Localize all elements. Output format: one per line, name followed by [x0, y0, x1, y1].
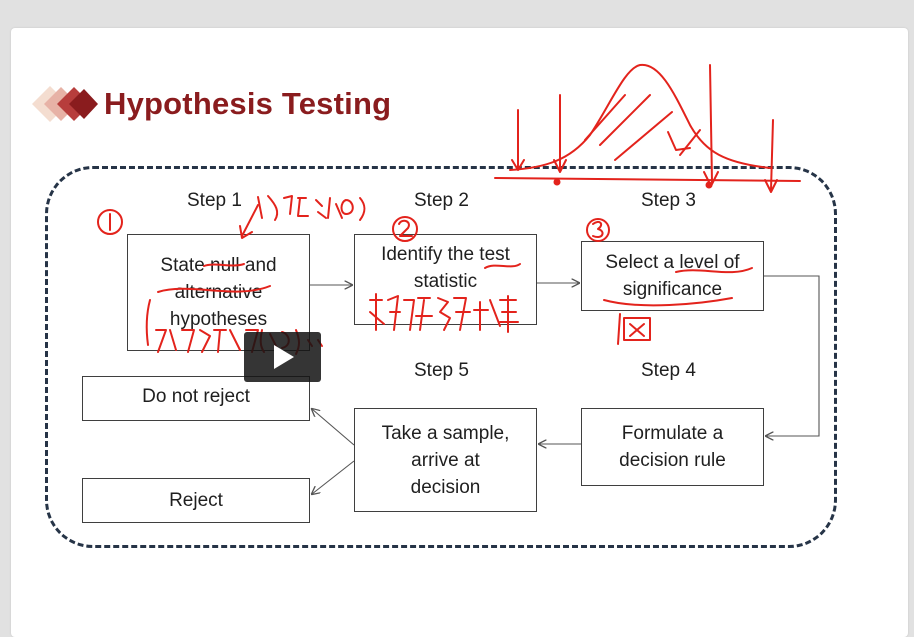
step-3-label: Step 3: [641, 190, 696, 211]
step-2-label: Step 2: [414, 190, 469, 211]
box-reject: Reject: [82, 478, 310, 523]
step-5-label: Step 5: [414, 360, 469, 381]
box-formulate-decision-rule: Formulate a decision rule: [581, 408, 764, 486]
step-1-label: Step 1: [187, 190, 242, 211]
box-identify-test-statistic: Identify the test statistic: [354, 234, 537, 325]
box-state-hypotheses: State null and alternative hypotheses: [127, 234, 310, 351]
diagram-frame: [45, 166, 837, 548]
play-icon[interactable]: [244, 332, 321, 382]
box-do-not-reject: Do not reject: [82, 376, 310, 421]
page-title: Hypothesis Testing: [104, 86, 392, 121]
box-select-significance: Select a level of significance: [581, 241, 764, 311]
box-take-sample: Take a sample, arrive at decision: [354, 408, 537, 512]
step-4-label: Step 4: [641, 360, 696, 381]
